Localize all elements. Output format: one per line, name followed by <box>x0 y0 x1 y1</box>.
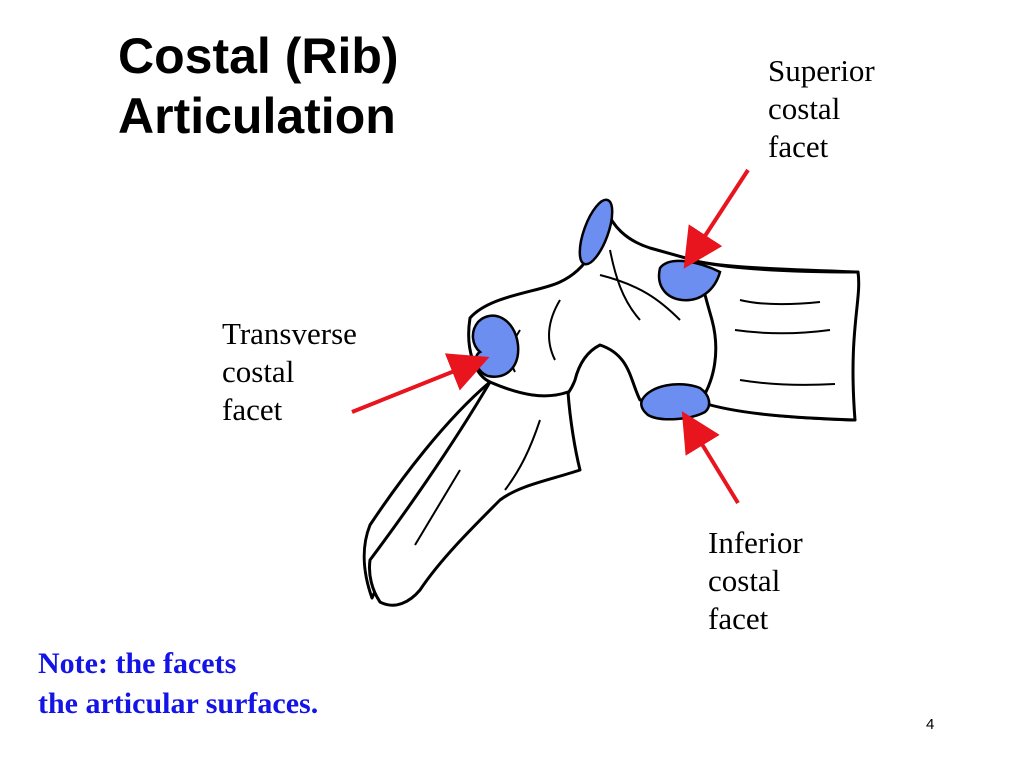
note-line-2: the articular surfaces. <box>38 687 319 720</box>
note-text: Note: the facets the articular surfaces. <box>38 644 318 724</box>
rib-shaft <box>368 380 582 607</box>
superior-label-line-1: Superior <box>768 53 875 88</box>
superior-articular-process-facet <box>578 198 614 266</box>
inferior-costal-facet-label: Inferior costal facet <box>708 524 803 638</box>
transverse-label-line-3: facet <box>222 392 283 427</box>
transverse-costal-facet-label: Transverse costal facet <box>222 315 357 429</box>
bone-texture <box>414 249 836 546</box>
transverse-costal-facet <box>471 314 520 379</box>
title-line-2: Articulation <box>118 88 396 144</box>
superior-costal-facet-label: Superior costal facet <box>768 52 875 166</box>
page-number: 4 <box>926 716 935 733</box>
superior-label-line-2: costal <box>768 91 841 126</box>
inferior-costal-facet <box>640 382 711 421</box>
note-line-1: Note: the facets <box>38 647 237 680</box>
inferior-label-line-2: costal <box>708 563 781 598</box>
transverse-facet-arrow <box>351 353 490 414</box>
superior-facet-arrow <box>683 168 750 269</box>
title-line-1: Costal (Rib) <box>118 28 399 84</box>
transverse-label-line-2: costal <box>222 354 295 389</box>
superior-label-line-3: facet <box>768 129 829 164</box>
slide-title: Costal (Rib) Articulation <box>118 26 538 146</box>
inferior-label-line-1: Inferior <box>708 525 803 560</box>
transverse-label-line-1: Transverse <box>222 316 357 351</box>
inferior-label-line-3: facet <box>708 601 769 636</box>
inferior-facet-arrow <box>681 411 740 505</box>
vertebral-body <box>698 260 861 422</box>
